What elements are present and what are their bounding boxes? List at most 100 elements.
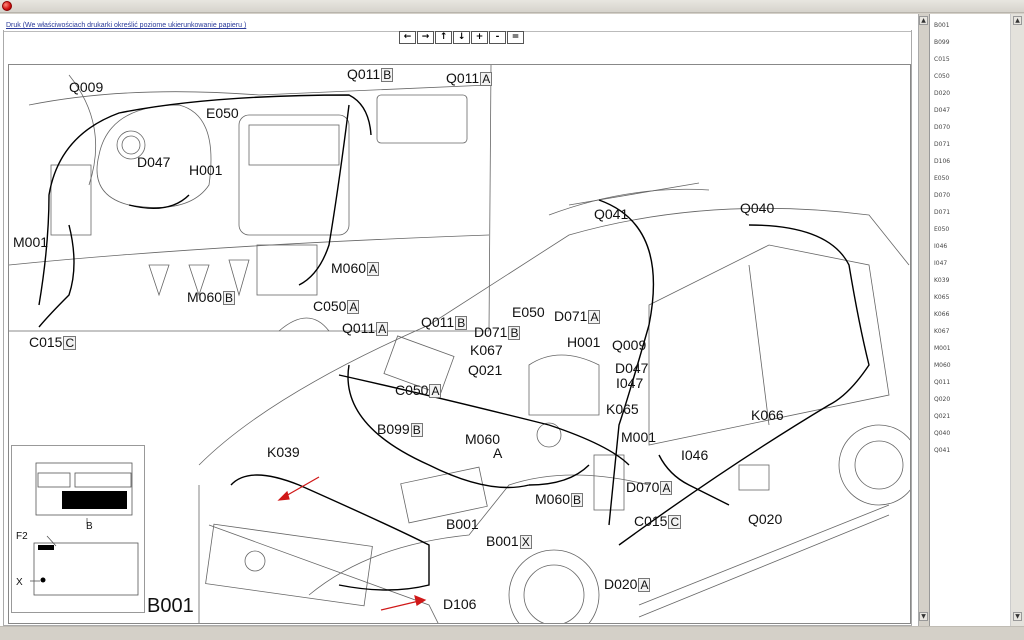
component-code: K039 <box>267 444 300 460</box>
sidebar-item[interactable]: I047 <box>934 260 948 267</box>
sidebar-item[interactable]: D070 <box>934 124 951 131</box>
component-label-b001[interactable]: B001 <box>446 517 479 531</box>
component-label-d047[interactable]: D047 <box>615 361 648 375</box>
component-code: E050 <box>206 105 239 121</box>
sidebar-item[interactable]: C015 <box>934 56 950 63</box>
sidebar-scroll-down-icon[interactable]: ▼ <box>1013 612 1022 621</box>
zoom-out-button[interactable]: - <box>489 31 506 44</box>
component-code: D071 <box>474 324 508 340</box>
component-code: C050 <box>395 382 429 398</box>
pan-left-button[interactable]: ← <box>399 31 416 44</box>
b001-inset: B F2 X <box>11 445 145 613</box>
component-label-k039[interactable]: K039 <box>267 445 300 459</box>
sidebar-item[interactable]: E050 <box>934 175 950 182</box>
pan-up-button[interactable]: ↑ <box>435 31 452 44</box>
print-link[interactable]: Druk (We właściwościach drukarki określi… <box>6 22 247 29</box>
component-code: I047 <box>616 375 644 391</box>
component-code: D070 <box>626 479 660 495</box>
component-label-q020[interactable]: Q020 <box>748 512 782 526</box>
component-label-q041[interactable]: Q041 <box>594 207 628 221</box>
sidebar-item[interactable]: I046 <box>934 243 948 250</box>
sidebar-item[interactable]: M060 <box>934 362 951 369</box>
component-code: K067 <box>470 342 503 358</box>
component-code: D047 <box>615 360 649 376</box>
sidebar-item[interactable]: K066 <box>934 311 950 318</box>
component-code: Q040 <box>740 200 775 216</box>
sidebar-item[interactable]: C050 <box>934 73 950 80</box>
sidebar-item[interactable]: D071 <box>934 209 951 216</box>
sidebar-item[interactable]: K065 <box>934 294 950 301</box>
component-label-e050[interactable]: E050 <box>206 106 239 120</box>
close-icon[interactable] <box>2 1 12 11</box>
pan-down-button[interactable]: ↓ <box>453 31 470 44</box>
sidebar-item[interactable]: K039 <box>934 277 950 284</box>
main-scrollbar[interactable]: ▲ ▼ <box>918 14 928 626</box>
component-label-i047[interactable]: I047 <box>616 376 643 390</box>
component-code: B099 <box>377 421 410 437</box>
component-code: Q011 <box>421 314 455 330</box>
component-label-e050[interactable]: E050 <box>512 305 545 319</box>
sidebar-item[interactable]: D106 <box>934 158 951 165</box>
sidebar-item[interactable]: Q041 <box>934 447 951 454</box>
sidebar-item[interactable]: Q021 <box>934 413 951 420</box>
sidebar-item[interactable]: Q020 <box>934 396 951 403</box>
sidebar-item[interactable]: Q011 <box>934 379 951 386</box>
inset-title: B001 <box>147 595 194 617</box>
diagram-viewer: Druk (We właściwościach drukarki określi… <box>0 14 921 626</box>
sidebar-item[interactable]: D071 <box>934 141 951 148</box>
component-label-k066[interactable]: K066 <box>751 408 784 422</box>
sidebar-item[interactable]: D047 <box>934 107 951 114</box>
sidebar-item[interactable]: E050 <box>934 226 950 233</box>
connector-suffix: B <box>381 68 394 82</box>
sidebar-scrollbar[interactable]: ▲ ▼ <box>1010 14 1024 626</box>
component-label-k065[interactable]: K065 <box>606 402 639 416</box>
zoom-in-button[interactable]: + <box>471 31 488 44</box>
sidebar-item[interactable]: D070 <box>934 192 951 199</box>
component-label-h001[interactable]: H001 <box>567 335 600 349</box>
component-label-m001[interactable]: M001 <box>13 235 48 249</box>
sidebar-item[interactable]: M001 <box>934 345 951 352</box>
component-label-q040[interactable]: Q040 <box>740 201 774 215</box>
component-label-d047[interactable]: D047 <box>137 155 170 169</box>
pan-right-button[interactable]: → <box>417 31 434 44</box>
component-label-m001[interactable]: M001 <box>621 430 656 444</box>
component-label-q021[interactable]: Q021 <box>468 363 502 377</box>
sidebar-scroll-up-icon[interactable]: ▲ <box>1013 16 1022 25</box>
component-label-q009[interactable]: Q009 <box>612 338 646 352</box>
component-label-a[interactable]: A <box>493 446 502 460</box>
component-code: M001 <box>621 429 657 445</box>
scroll-down-icon[interactable]: ▼ <box>919 612 928 621</box>
scroll-up-icon[interactable]: ▲ <box>919 16 928 25</box>
component-label-i046[interactable]: I046 <box>681 448 708 462</box>
sidebar-item[interactable]: Q040 <box>934 430 951 437</box>
component-label-m060[interactable]: M060 <box>465 432 500 446</box>
sidebar-item[interactable]: B099 <box>934 39 950 46</box>
nav-toolbar: ←→↑↓+-= <box>399 31 525 44</box>
component-label-k067[interactable]: K067 <box>470 343 503 357</box>
zoom-reset-button[interactable]: = <box>507 31 524 44</box>
sidebar-item[interactable]: K067 <box>934 328 950 335</box>
component-label-d106[interactable]: D106 <box>443 597 476 611</box>
component-label-h001[interactable]: H001 <box>189 163 222 177</box>
sidebar-item[interactable]: D020 <box>934 90 951 97</box>
component-label-q009[interactable]: Q009 <box>69 80 103 94</box>
sidebar-item[interactable]: B001 <box>934 22 950 29</box>
